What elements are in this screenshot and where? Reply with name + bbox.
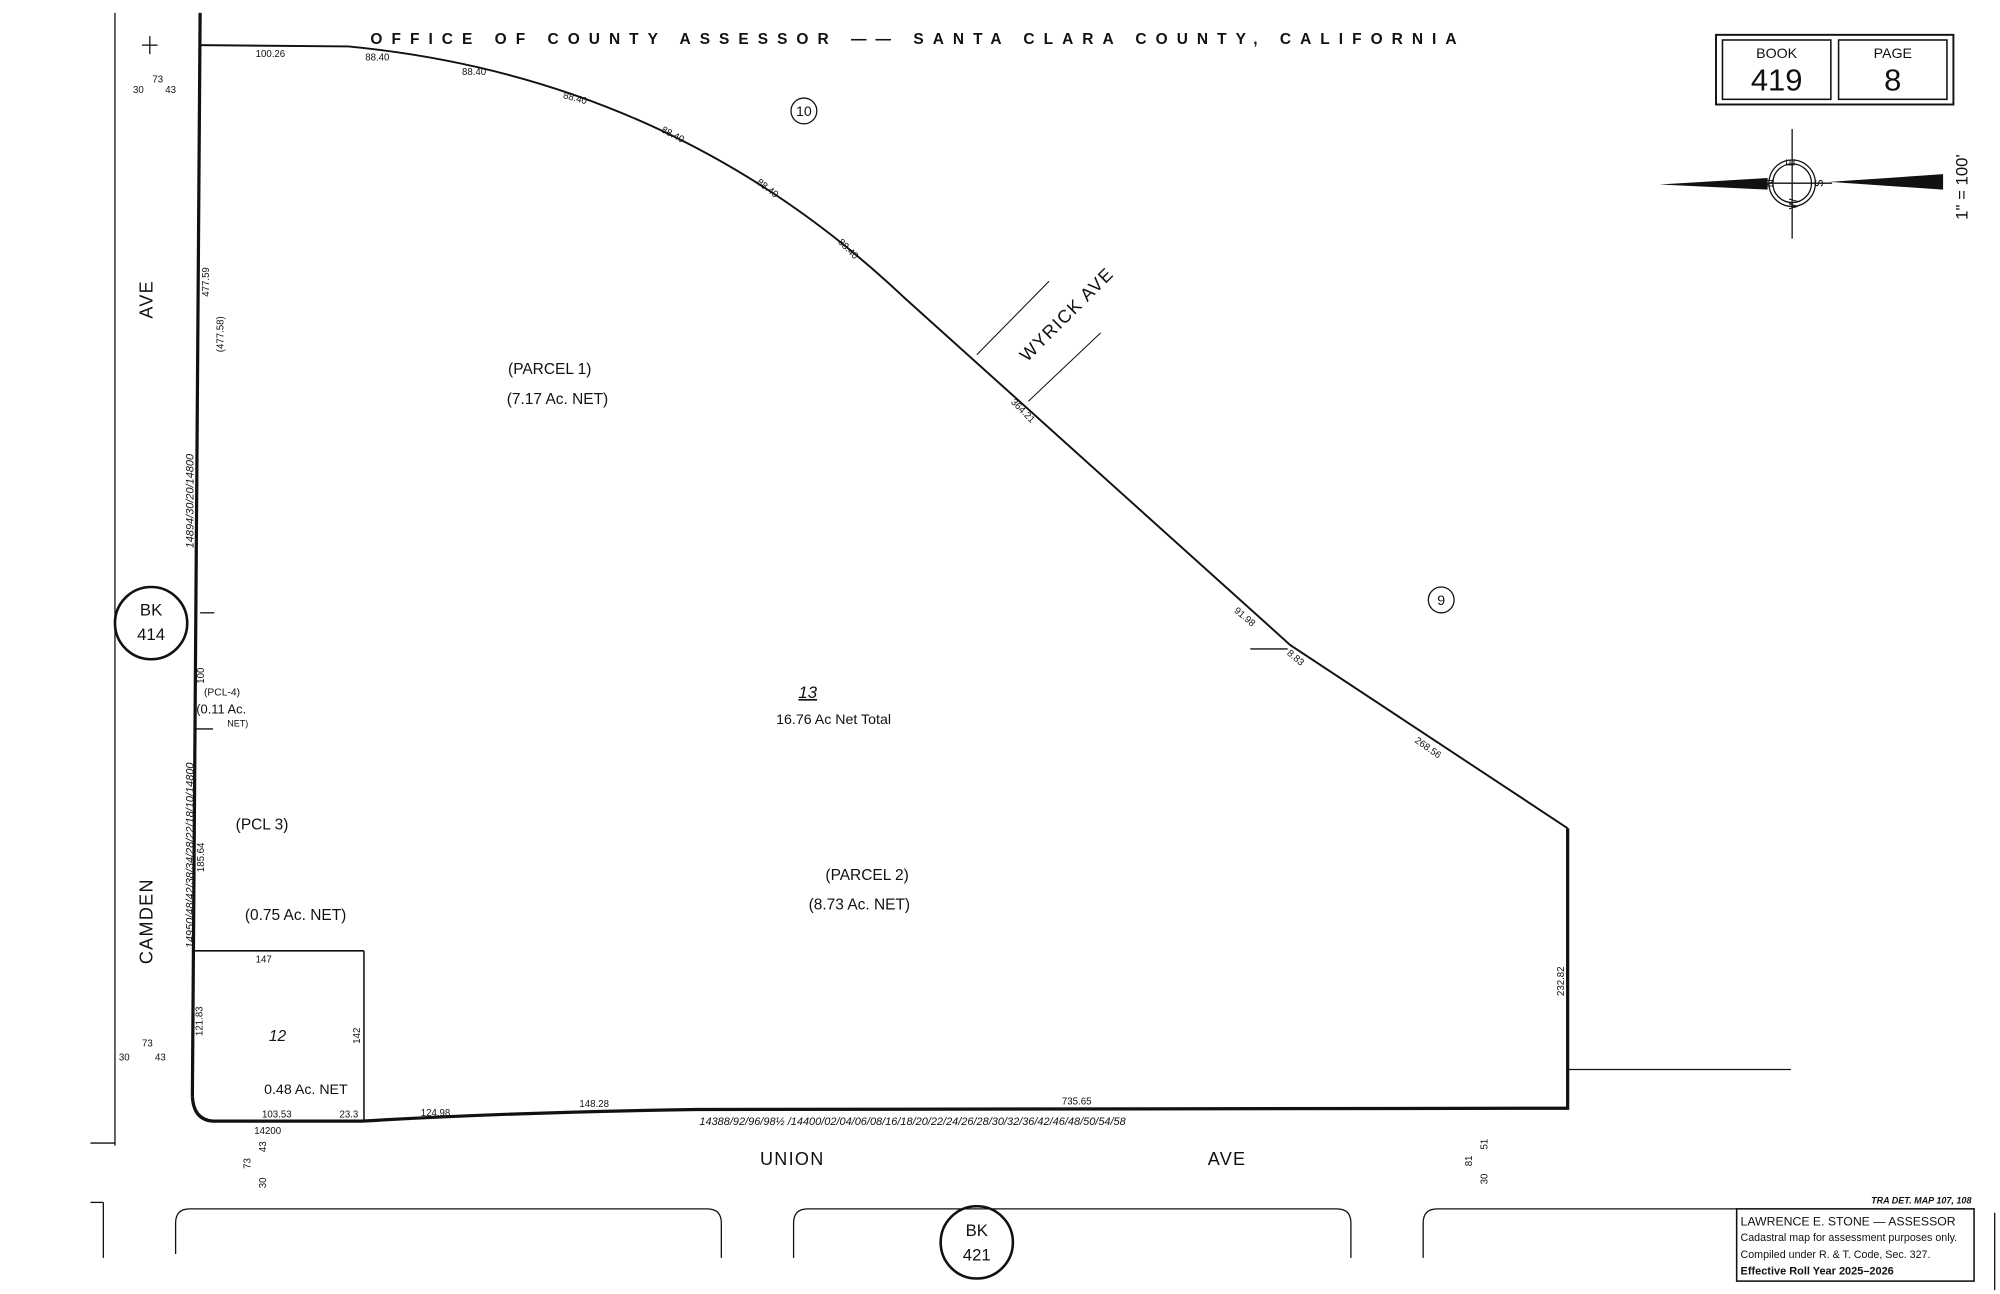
page-label: PAGE: [1874, 46, 1912, 62]
dim: 124.98: [421, 1108, 451, 1119]
dim: 103.53: [262, 1109, 292, 1120]
map-ref-9: 9: [1427, 586, 1455, 614]
parcel-1-label: (PARCEL 1): [508, 361, 591, 378]
dim: 88.40: [754, 177, 780, 201]
parcel-boundaries: [90, 12, 1996, 1291]
dim: 121.83: [195, 1006, 206, 1036]
dim: 735.65: [1062, 1096, 1092, 1107]
dim: 364.21: [1008, 397, 1037, 426]
tra-code: 30: [133, 85, 144, 96]
book-ref-421[interactable]: BK 421: [939, 1204, 1015, 1280]
parcel-12-area: 0.48 Ac. NET: [264, 1082, 348, 1098]
dim: 477.59: [201, 267, 212, 297]
compass-n: N: [1764, 179, 1777, 187]
dim: 88.40: [835, 237, 860, 262]
street-camden-ave: AVE: [136, 280, 156, 319]
dim: 268.56: [1412, 735, 1443, 761]
parcel-2-area: (8.73 Ac. NET): [809, 897, 910, 914]
camden-addresses-upper: 14894/30/20/14800: [185, 454, 197, 548]
parcel-1-area: (7.17 Ac. NET): [507, 391, 608, 408]
north-arrow-icon: E N S W: [1659, 129, 1944, 239]
tra-code: 43: [155, 1052, 166, 1063]
compass-w: W: [1787, 198, 1800, 209]
dim: 147: [256, 954, 272, 965]
camden-addresses-lower: 14950/48/42/38/34/28/22/18/10/14800: [185, 762, 197, 948]
tra-det-map: TRA DET. MAP 107, 108: [1871, 1196, 1971, 1206]
tra-code: 30: [119, 1052, 130, 1063]
book-ref-label: BK: [966, 1221, 988, 1240]
book-ref-label: BK: [140, 600, 162, 619]
page-number: 8: [1884, 62, 1901, 97]
dim: 232.82: [1556, 966, 1567, 996]
dim: 148.28: [579, 1099, 609, 1110]
map-ref-10: 10: [790, 97, 818, 125]
tra-code: 73: [242, 1158, 253, 1169]
parcel-4-label: (PCL-4): [204, 687, 240, 698]
book-ref-number: 421: [963, 1245, 991, 1264]
map-scale: 1" = 100': [1953, 154, 1972, 220]
parcel-3-label: (PCL 3): [236, 817, 289, 834]
book-ref-414[interactable]: BK 414: [113, 585, 189, 661]
dimension-labels: 100.26 88.40 88.40 88.40 88.40 88.40 88.…: [195, 49, 1567, 1137]
parcel-total-area: 16.76 Ac Net Total: [776, 712, 891, 728]
book-page-box: BOOK 419 PAGE 8: [1715, 33, 1955, 106]
dim: 88.40: [365, 53, 389, 64]
code-reference: Compiled under R. & T. Code, Sec. 327.: [1741, 1249, 1931, 1261]
union-addresses: 14388/92/96/98½ /14400/02/04/06/08/16/18…: [699, 1116, 1126, 1128]
parcel-number-13: 13: [798, 683, 817, 702]
tra-code: 43: [165, 85, 176, 96]
street-camden: CAMDEN: [136, 878, 156, 964]
book-number: 419: [1751, 62, 1803, 97]
dim: 14200: [254, 1126, 281, 1137]
map-ref-number: 9: [1437, 593, 1445, 609]
street-union: UNION: [760, 1149, 825, 1169]
dim: 88.40: [562, 90, 588, 107]
parcel-number-12: 12: [269, 1028, 287, 1045]
tra-code: 81: [1464, 1156, 1475, 1167]
street-union-ave: AVE: [1208, 1149, 1247, 1169]
map-header: OFFICE OF COUNTY ASSESSOR —— SANTA CLARA…: [370, 31, 1465, 48]
dim: 100.26: [256, 49, 286, 60]
dim: 91.98: [1232, 605, 1258, 629]
compass-e: E: [1785, 158, 1798, 166]
dim: 88.40: [659, 125, 686, 146]
dim: 23.3: [339, 1109, 358, 1120]
dim: 100: [196, 668, 207, 684]
street-wyrick: WYRICK AVE: [1016, 264, 1118, 366]
dim: 88.40: [462, 67, 486, 78]
parcel-3-area: (0.75 Ac. NET): [245, 907, 346, 924]
roll-year: Effective Roll Year 2025–2026: [1741, 1266, 1894, 1278]
tra-code: 73: [152, 75, 163, 86]
book-label: BOOK: [1756, 46, 1798, 62]
book-ref-number: 414: [137, 625, 165, 644]
parcel-4-net: NET): [227, 718, 248, 728]
tra-code: 73: [142, 1038, 153, 1049]
tra-code: 51: [1480, 1139, 1491, 1150]
map-ref-number: 10: [796, 104, 812, 120]
parcel-2-label: (PARCEL 2): [825, 867, 908, 884]
tra-codes: 30 73 43 30 73 43 30 73 43 30 81 51: [119, 75, 1491, 1189]
disclaimer: Cadastral map for assessment purposes on…: [1741, 1232, 1958, 1244]
dim: (477.58): [215, 316, 226, 352]
tra-code: 30: [1480, 1174, 1491, 1185]
parcel-labels: (PARCEL 1) (7.17 Ac. NET) (PARCEL 2) (8.…: [196, 361, 910, 1098]
assessor-name: LAWRENCE E. STONE — ASSESSOR: [1741, 1215, 1956, 1229]
tra-code: 30: [258, 1177, 269, 1188]
assessor-block: LAWRENCE E. STONE — ASSESSOR Cadastral m…: [1735, 1208, 1975, 1282]
parcel-4-area: (0.11 Ac.: [196, 701, 246, 716]
compass-s: S: [1813, 179, 1826, 187]
dim: 142: [352, 1028, 363, 1044]
dim: 185.64: [196, 842, 207, 872]
tra-code: 43: [258, 1141, 269, 1152]
dim: 8.83: [1284, 648, 1305, 669]
